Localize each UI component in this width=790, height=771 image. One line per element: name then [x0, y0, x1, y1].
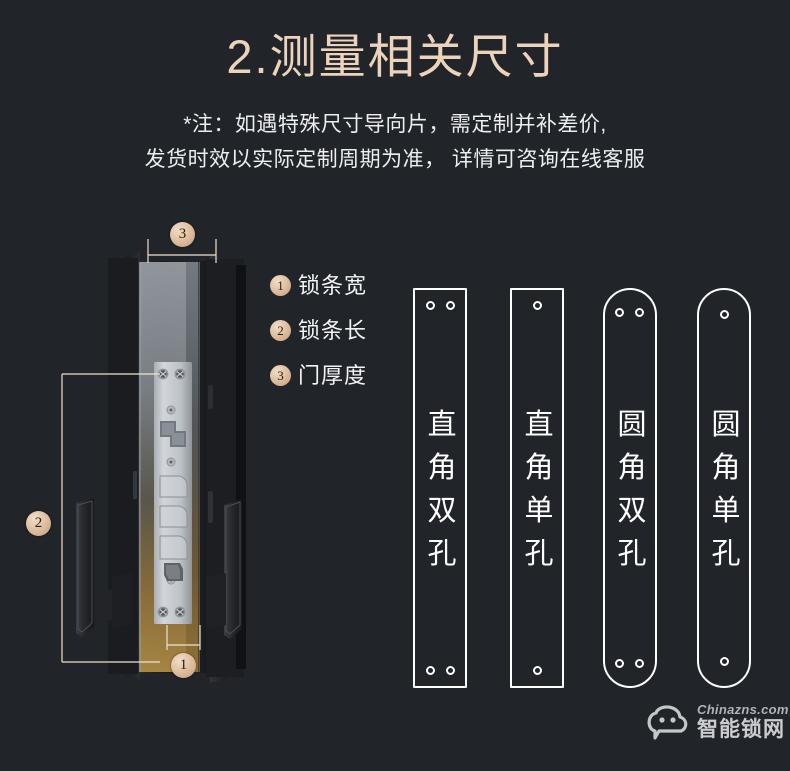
plate-hole-icon [446, 666, 455, 675]
dimension-line-1 [166, 625, 201, 650]
cloud-logo-icon [647, 705, 688, 740]
plate-hole-icon [615, 659, 624, 668]
plate-label-square-single: 直 角 单 孔 [524, 409, 554, 570]
plate-label-round-double: 圆 角 双 孔 [617, 409, 647, 570]
plate-hole-icon [446, 301, 455, 310]
legend-label-2: 锁条长 [298, 318, 368, 343]
legend-list: 1 锁条宽 2 锁条长 3 门厚度 [270, 272, 400, 407]
legend-item-3: 3 门厚度 [270, 362, 400, 407]
plate-label-square-double: 直 角 双 孔 [427, 409, 457, 570]
plate-hole-icon [615, 308, 624, 317]
guide-plate-options: 直 角 双 孔 直 角 单 孔 圆 角 [400, 288, 770, 690]
plate-option-round-single[interactable]: 圆 角 单 孔 [697, 288, 751, 688]
dimension-line-3 [147, 239, 217, 263]
plate-option-square-single[interactable]: 直 角 单 孔 [510, 288, 564, 688]
page-title: 2.测量相关尺寸 [226, 30, 564, 83]
legend-label-1: 锁条宽 [298, 273, 368, 298]
watermark-domain: Chinazns.com [697, 702, 789, 717]
legend-badge-1: 1 [270, 275, 291, 296]
callout-badge-3: 3 [170, 222, 195, 247]
plate-label-round-single: 圆 角 单 孔 [711, 409, 741, 570]
plate-hole-icon [533, 301, 542, 310]
plate-hole-icon [426, 666, 435, 675]
subtitle-block: *注：如遇特殊尺寸导向片，需定制并补差价, 发货时效以实际定制周期为准， 详情可… [0, 107, 790, 177]
plate-hole-icon [533, 666, 542, 675]
legend-label-3: 门厚度 [298, 363, 368, 388]
plate-option-round-double[interactable]: 圆 角 双 孔 [603, 288, 657, 688]
plate-option-square-double[interactable]: 直 角 双 孔 [413, 288, 467, 688]
legend-item-2: 2 锁条长 [270, 317, 400, 362]
product-illustration: 3 2 1 [20, 222, 280, 725]
legend-badge-3: 3 [270, 365, 291, 386]
plate-hole-icon [720, 310, 729, 319]
subtitle-line-1: *注：如遇特殊尺寸导向片，需定制并补差价, [183, 113, 607, 136]
plate-hole-icon [720, 657, 729, 666]
smart-lock-side-view [61, 239, 246, 683]
legend-badge-2: 2 [270, 320, 291, 341]
watermark: Chinazns.com 智能锁网 [645, 702, 788, 752]
plate-hole-icon [635, 659, 644, 668]
dimension-line-2 [61, 373, 160, 663]
callout-badge-1: 1 [171, 653, 196, 678]
subtitle-line-2: 发货时效以实际定制周期为准， 详情可咨询在线客服 [144, 148, 646, 171]
callout-badge-2: 2 [26, 511, 51, 536]
plate-hole-icon [635, 308, 644, 317]
plate-hole-icon [426, 301, 435, 310]
legend-item-1: 1 锁条宽 [270, 272, 400, 317]
watermark-brand: 智能锁网 [697, 718, 785, 741]
